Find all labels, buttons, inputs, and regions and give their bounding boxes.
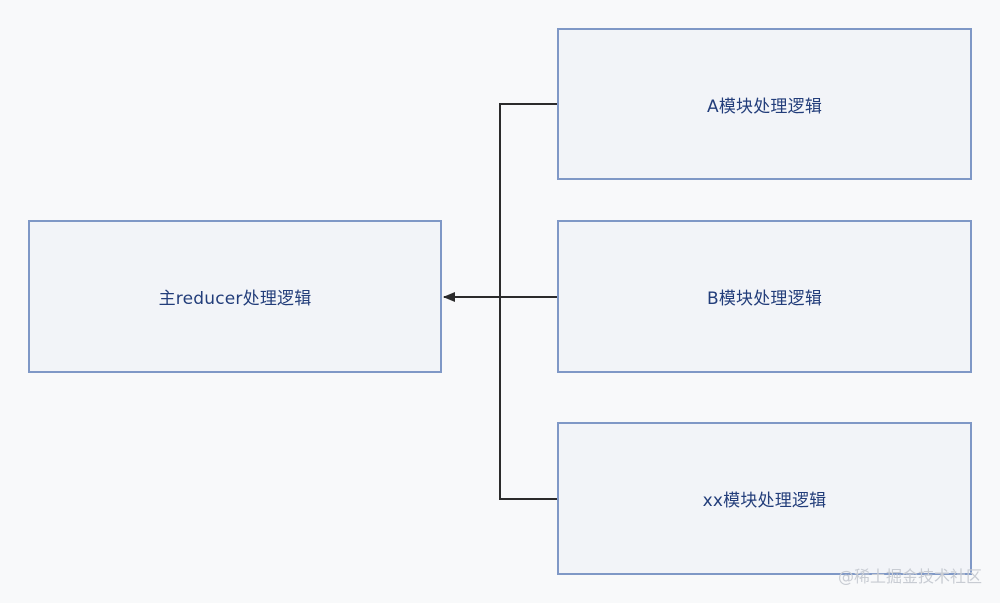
main-reducer-label: 主reducer处理逻辑 [158,289,312,309]
module-a-node: A模块处理逻辑 [557,28,972,180]
watermark-text: @稀土掘金技术社区 [837,567,982,586]
module-xx-label: xx模块处理逻辑 [702,491,827,511]
main-reducer-node: 主reducer处理逻辑 [28,220,442,373]
module-b-node: B模块处理逻辑 [557,220,972,373]
module-b-label: B模块处理逻辑 [706,289,823,309]
module-xx-node: xx模块处理逻辑 [557,422,972,575]
connector-a-to-main [499,103,557,297]
connector-xx-to-main [499,297,557,500]
module-a-label: A模块处理逻辑 [706,96,823,117]
